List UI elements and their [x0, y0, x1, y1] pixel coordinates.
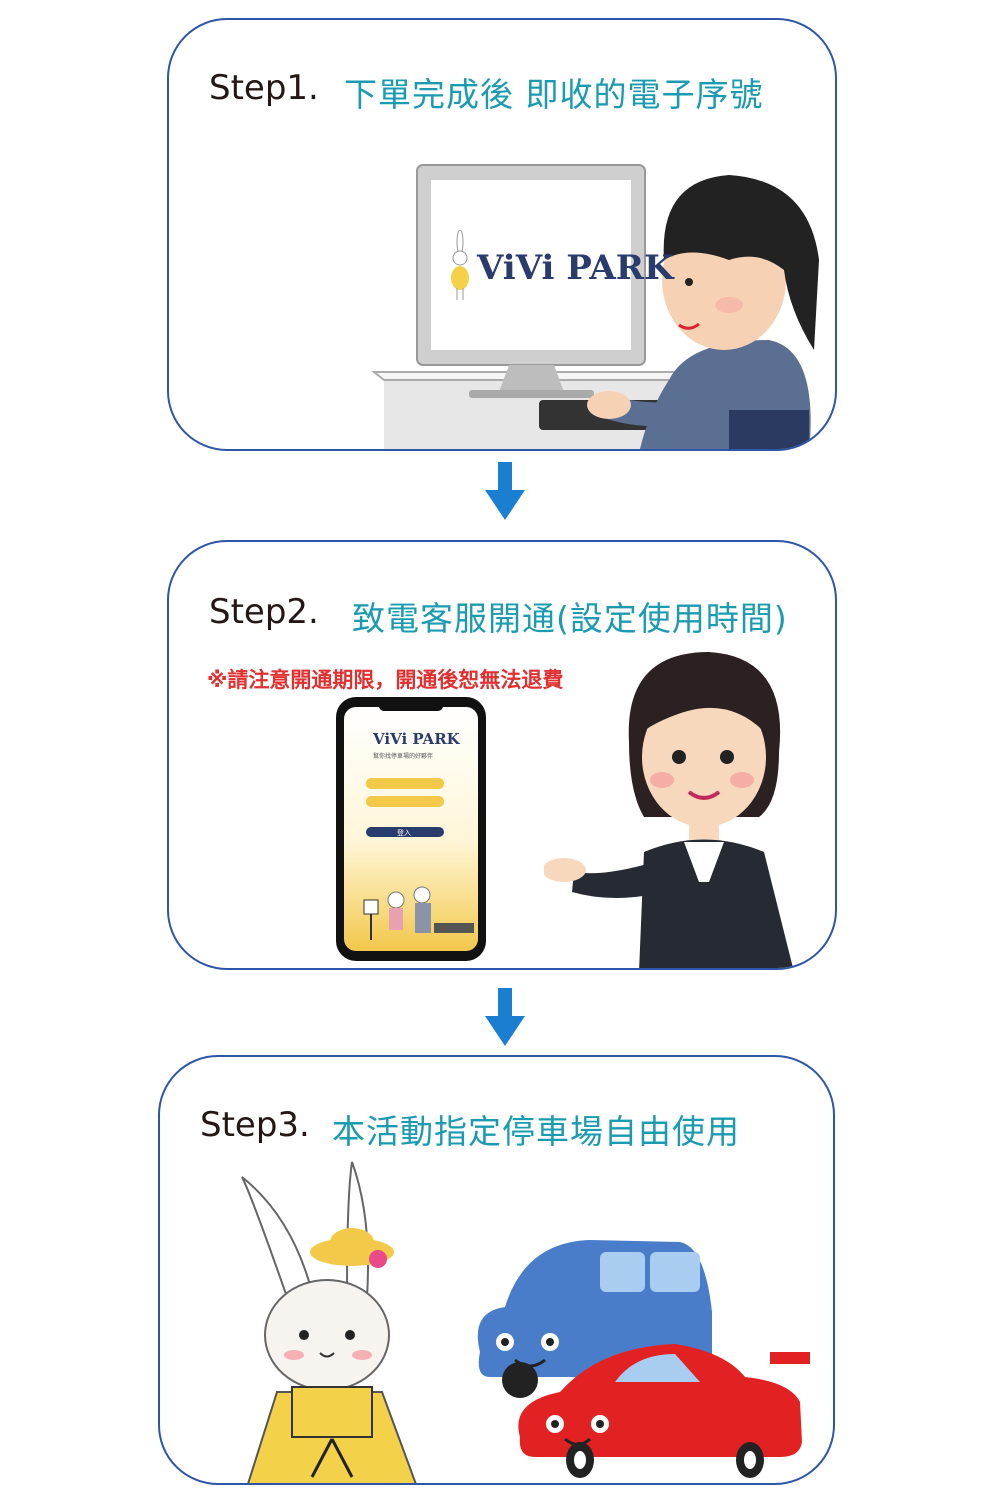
- step3-label: Step3.: [200, 1105, 310, 1145]
- step2-text: 致電客服開通(設定使用時間): [352, 599, 788, 638]
- phone-tagline-text: 幫你找停車場的好夥伴: [373, 753, 434, 760]
- step3-text: 本活動指定停車場自由使用: [332, 1112, 740, 1151]
- smartphone-illustration: [336, 697, 486, 961]
- phone-login-button: 登入: [397, 829, 411, 837]
- step1-label: Step1.: [209, 68, 319, 108]
- step1-card: Step1. 下單完成後 即收的電子序號 ViVi PARK: [167, 18, 837, 451]
- step1-text: 下單完成後 即收的電子序號: [344, 75, 764, 114]
- step2-card: Step2. 致電客服開通(設定使用時間) ※請注意開通期限，開通後恕無法退費 …: [167, 540, 837, 970]
- step3-card: Step3. 本活動指定停車場自由使用: [158, 1055, 835, 1485]
- step2-notice: ※請注意開通期限，開通後恕無法退費: [207, 668, 564, 692]
- phone-logo-text: ViVi PARK: [373, 730, 460, 748]
- customer-service-woman-illustration: [544, 652, 793, 968]
- rabbit-mascot-small-icon: [451, 230, 469, 300]
- step2-label: Step2.: [209, 592, 319, 632]
- rabbit-mascot-illustration: [241, 1161, 417, 1483]
- monitor-logo-text: ViVi PARK: [477, 248, 674, 288]
- computer-user-illustration: [371, 164, 819, 449]
- cars-illustration: [477, 1240, 810, 1478]
- arrow-down-icon: [485, 988, 525, 1046]
- arrow-down-icon: [485, 462, 525, 520]
